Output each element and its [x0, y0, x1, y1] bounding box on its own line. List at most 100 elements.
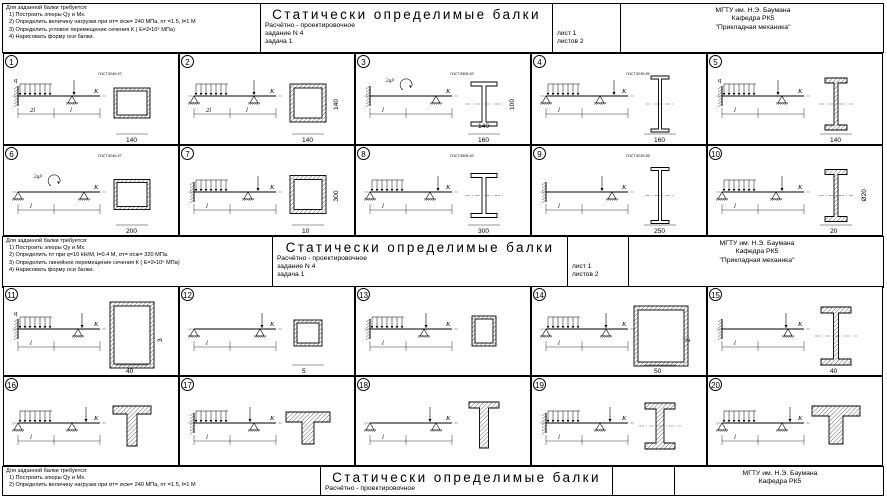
- ground-hatch: [247, 102, 251, 106]
- wall-hatch: [13, 88, 19, 93]
- wall-hatch: [541, 196, 547, 201]
- cross-section: 40: [815, 306, 857, 375]
- pin-support: [717, 191, 727, 200]
- ground-hatch: [417, 335, 421, 339]
- ground-hatch: [431, 102, 435, 106]
- task-number: 15: [709, 288, 722, 301]
- subtitle-line: задание N 4: [277, 263, 316, 270]
- beam-label: K: [797, 88, 803, 95]
- ground-hatch: [75, 335, 79, 339]
- ground-hatch: [191, 102, 195, 106]
- wall-hatch: [13, 336, 19, 341]
- ground-hatch: [73, 429, 77, 433]
- ground-hatch: [785, 429, 789, 433]
- ground-hatch: [81, 198, 85, 202]
- pin-support: [255, 328, 265, 337]
- tee-section: [468, 401, 500, 449]
- cross-section: 200: [113, 179, 151, 235]
- load-arrow-head: [214, 93, 218, 96]
- ground-hatch: [719, 429, 723, 433]
- load-arrow-head: [752, 93, 756, 96]
- ground-hatch: [785, 335, 789, 339]
- section-inner: [116, 182, 148, 207]
- task-number: 14: [533, 288, 546, 301]
- wall-hatch: [189, 187, 195, 192]
- pin-support: [777, 95, 787, 104]
- task-number: 7: [181, 147, 194, 160]
- gost-note: ГОСТ 8240-97: [98, 154, 122, 158]
- gost-note: ГОСТ 8239-89: [626, 154, 650, 158]
- ground-hatch: [781, 429, 785, 433]
- requirement-item: 3) Определить угловое перемещение сечени…: [9, 26, 175, 33]
- load-arrow-head: [209, 420, 213, 423]
- wall-hatch: [541, 427, 547, 432]
- requirement-item: 1) Построить эпюры Qy и Mx.: [9, 475, 86, 482]
- requirements-title: Для заданной балки требуется:: [6, 238, 88, 244]
- pin-support: [595, 95, 605, 104]
- wall-hatch: [13, 321, 19, 326]
- wall-hatch: [13, 85, 19, 90]
- dimension-label: 140: [830, 137, 841, 144]
- load-arrow-head: [576, 420, 580, 423]
- load-arrow-head: [732, 420, 736, 423]
- ground-hatch: [545, 335, 549, 339]
- beam-label: l: [30, 434, 32, 441]
- ground-hatch: [721, 429, 725, 433]
- task-drawing: Kl: [188, 407, 331, 445]
- load-arrow-head: [395, 326, 399, 329]
- load-arrow-head: [727, 189, 731, 192]
- load-arrow-head: [204, 93, 208, 96]
- dimension-label: 200: [126, 228, 137, 235]
- subtitle-line: Расчётно - проектировочное: [325, 485, 415, 492]
- ground-hatch: [775, 429, 779, 433]
- ground-hatch: [261, 335, 265, 339]
- ground-hatch: [539, 102, 543, 106]
- task-drawing: Kl: [364, 313, 497, 351]
- load-arrow-head: [390, 189, 394, 192]
- beam-label: K: [269, 88, 275, 95]
- task-number: 12: [181, 288, 194, 301]
- wall-hatch: [717, 330, 723, 335]
- beam-label: l: [70, 107, 72, 114]
- force-arrow-head: [784, 325, 788, 328]
- load-arrow-head: [18, 93, 22, 96]
- ground-hatch: [717, 429, 721, 433]
- force-arrow-head: [80, 325, 84, 328]
- ground-hatch: [363, 429, 367, 433]
- ground-hatch: [69, 102, 73, 106]
- wall-hatch: [541, 412, 547, 417]
- sheet-header: Для заданной балки требуется:1) Построит…: [2, 236, 884, 288]
- beam-label: l: [206, 340, 208, 347]
- wall-hatch: [189, 418, 195, 423]
- ground-hatch: [373, 198, 377, 202]
- beam-label: q: [14, 77, 18, 84]
- section-inner: [293, 179, 323, 210]
- ground-hatch: [605, 335, 609, 339]
- cross-section: [639, 402, 681, 450]
- beam-label: l: [246, 107, 248, 114]
- wall-hatch: [541, 199, 547, 204]
